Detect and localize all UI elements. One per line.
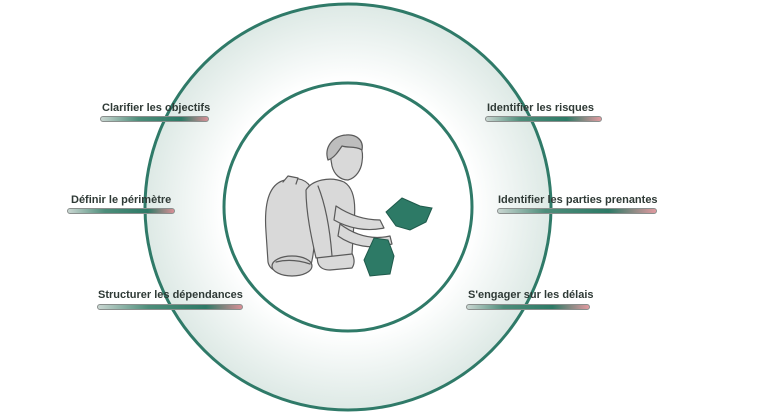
map-sheet-icon (385, 197, 433, 231)
right-item-label: S'engager sur les délais (468, 289, 594, 301)
map-sheet-icon (363, 237, 395, 277)
right-item-bar (485, 116, 602, 122)
right-item-label: Identifier les parties prenantes (498, 194, 658, 206)
right-item-label: Identifier les risques (487, 102, 594, 114)
right-item-bar (466, 304, 590, 310)
left-item-label: Clarifier les objectifs (102, 102, 211, 114)
left-item-bar (67, 208, 175, 214)
left-item-label: Structurer les dépendances (98, 289, 243, 301)
left-item-bar (100, 116, 209, 122)
left-item-label: Définir le périmètre (71, 194, 172, 206)
left-item-bar (97, 304, 243, 310)
right-item-bar (497, 208, 657, 214)
